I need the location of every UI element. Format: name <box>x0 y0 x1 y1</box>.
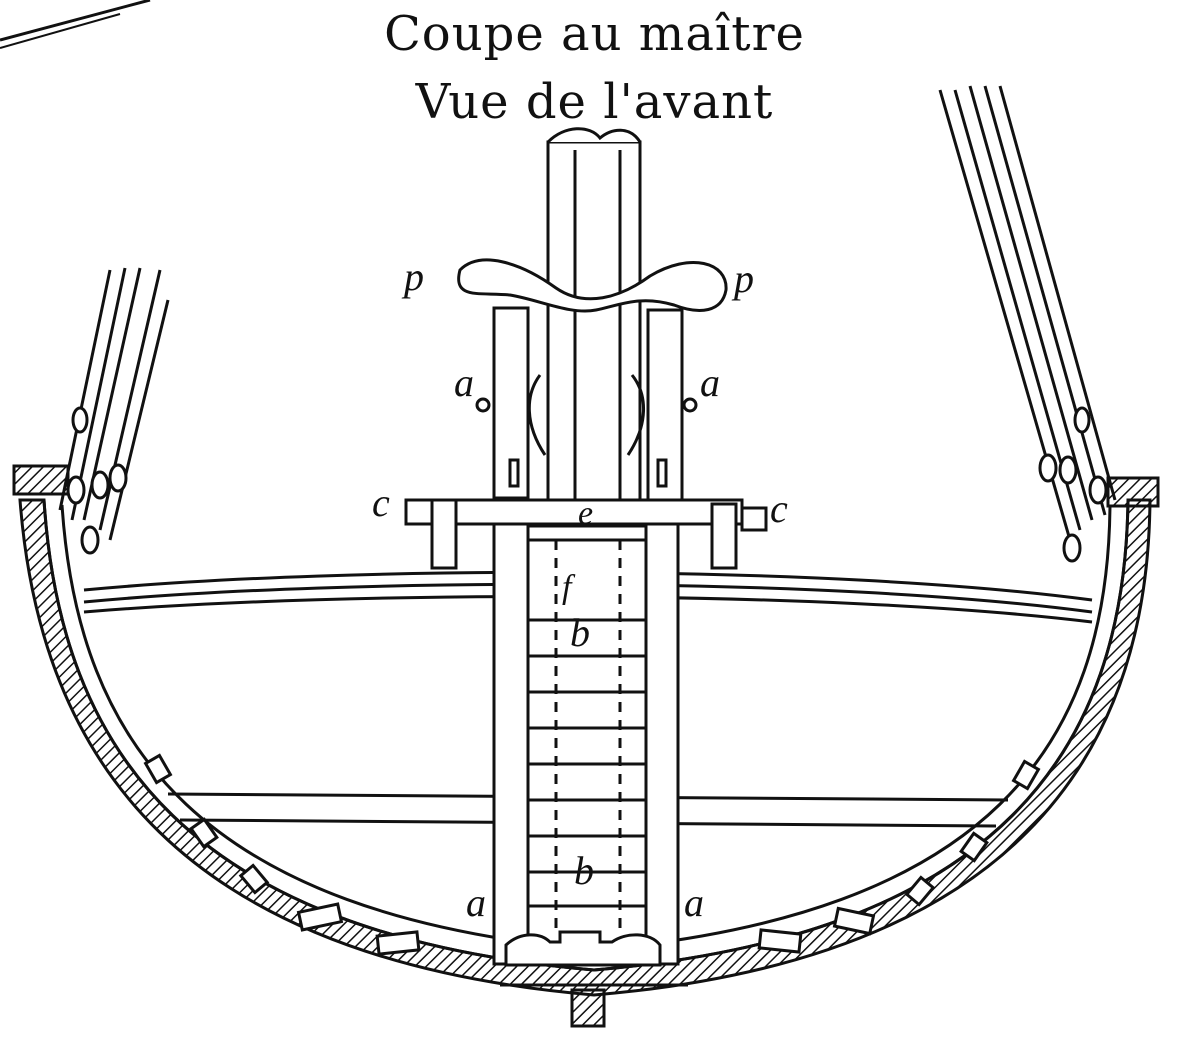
label-c-right: c <box>770 486 788 531</box>
label-p-left: p <box>401 254 424 299</box>
label-e: e <box>578 495 593 532</box>
label-c-left: c <box>372 480 390 525</box>
mast <box>546 127 642 502</box>
pump-well-b <box>492 522 680 967</box>
bitts <box>475 306 698 502</box>
crosspiece-p <box>457 258 728 313</box>
label-a-left-upper: a <box>454 360 474 405</box>
label-b-upper: b <box>570 610 590 655</box>
deadeyes-right <box>1038 406 1108 563</box>
rigging-right <box>938 85 1117 541</box>
label-a-right-upper: a <box>700 360 720 405</box>
label-p-right: p <box>731 256 754 301</box>
title-line-1: Coupe au maître <box>384 6 805 62</box>
corner-stroke <box>0 0 151 49</box>
title-line-2: Vue de l'avant <box>415 74 774 130</box>
label-b-lower: b <box>574 848 594 893</box>
label-a-left-lower: a <box>466 880 486 925</box>
deadeyes-left <box>66 406 128 555</box>
label-a-right-lower: a <box>684 880 704 925</box>
hull-blocks <box>143 753 1041 956</box>
